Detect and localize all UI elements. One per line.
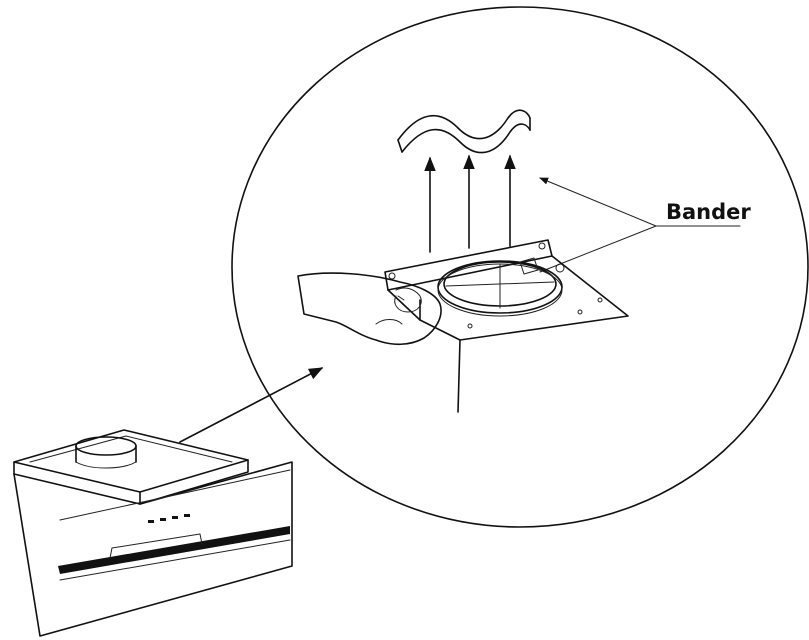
control-buttons	[148, 514, 190, 523]
zoom-arrow	[179, 367, 324, 443]
magnified-detail-circle	[231, 6, 809, 528]
hand-icon	[297, 272, 442, 346]
lift-arrows	[424, 154, 516, 253]
bander-label: Bander	[666, 200, 751, 224]
hood-top-plate	[384, 239, 629, 413]
bander-callout: Bander	[539, 177, 751, 273]
panel-stripe	[58, 526, 290, 574]
filter-strip-icon	[397, 109, 531, 154]
range-hood-illustration	[13, 429, 293, 637]
